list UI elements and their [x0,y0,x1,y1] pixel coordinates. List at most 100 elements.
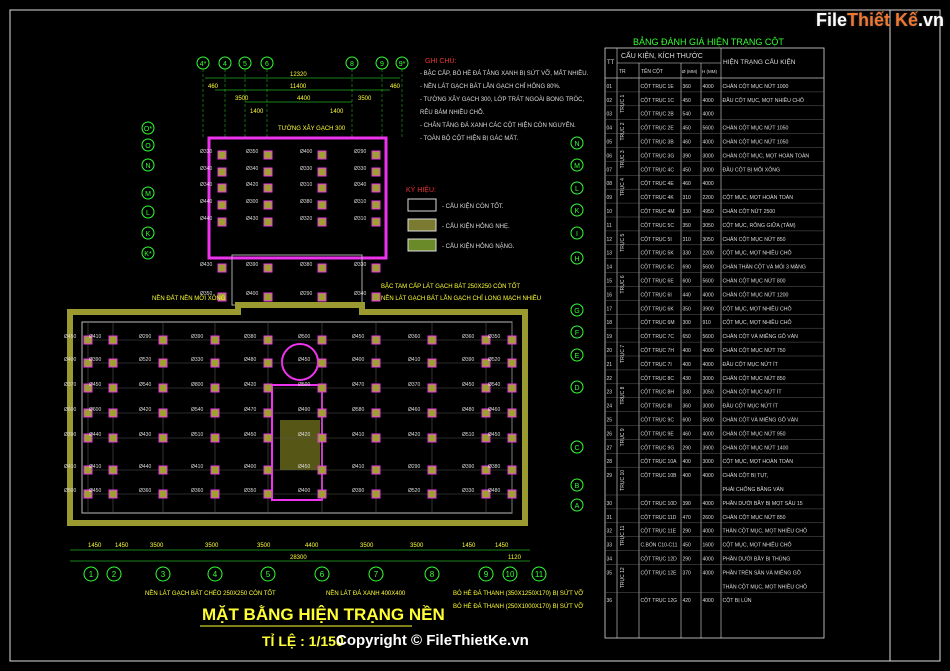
column-marker [108,465,118,475]
column-label: Ø320 [300,216,312,222]
column-label: Ø390 [352,488,364,494]
column-label: Ø340 [354,291,366,297]
table-cell: 01 [607,84,613,90]
table-cell: CỘT MỤC, MỌT NHIỀU CHỖ [723,319,792,326]
column-label: Ø470 [244,407,256,413]
note-line: - CHÂN TẢNG ĐÁ XANH CÁC CỘT HIỆN CÒN NGU… [420,121,576,129]
column-label: Ø520 [408,488,420,494]
table-head-tt: TT [607,60,615,66]
table-cell: PHẢI CHỐNG BẰNG VÁN [723,485,784,493]
dimension-label: 4400 [297,96,311,102]
column-marker [317,408,327,418]
column-label: Ø450 [89,488,101,494]
axis-label: H [574,256,579,263]
table-cell: 4000 [703,112,714,118]
column-label: Ø540 [139,382,151,388]
column-label: Ø340 [246,166,258,172]
column-label: Ø330 [200,149,212,155]
table-cell: CHÂN CỘT MỤC NỨT 850 [723,375,786,382]
axis-bubble [141,246,155,260]
table-cell: 36 [607,598,613,604]
column-label: Ø290 [408,464,420,470]
table-cell: 02 [607,98,613,104]
column-label: Ø470 [352,382,364,388]
table-group-label: TRỤC 5 [620,233,626,251]
axis-label: 11 [535,570,544,579]
axis-bubble [570,158,584,172]
column-marker [217,150,227,160]
column-label: Ø350 [244,488,256,494]
table-group-label: TRỤC 6 [620,275,626,293]
column-label: Ø310 [354,199,366,205]
table-group-label: TRỤC 8 [620,386,626,404]
table-cell: CỘT TRỤC 3B [641,139,675,146]
column-marker [317,200,327,210]
dimension-label: 3500 [205,543,219,549]
axis-label: D [574,385,579,392]
table-cell: PHẦN TRÊN SÂN VÀ MIẾNG GỖ [723,568,801,576]
table-cell: 300 [683,320,692,326]
column-marker [371,150,381,160]
column-marker [217,292,227,302]
table-head-tr: TR [619,69,626,75]
column-marker [108,433,118,443]
dimension-label: 1400 [330,109,344,115]
dimension-label: 1450 [462,543,476,549]
column-label: Ø500 [64,488,76,494]
column-marker [481,465,491,475]
column-marker [481,383,491,393]
column-marker [371,433,381,443]
column-marker [371,292,381,302]
column-marker [263,383,273,393]
column-label: Ø460 [488,407,500,413]
table-cell: CHÂN CỘT MỤC, MỌT HOÀN TOÀN [723,152,810,159]
legend-light: - CẤU KIỆN HỎNG NHẸ. [442,222,510,230]
column-marker [427,489,437,499]
column-marker [317,358,327,368]
table-cell: 11 [607,223,612,229]
table-cell: 3900 [703,445,714,451]
column-label: Ø290 [139,334,151,340]
column-marker [317,167,327,177]
column-marker [371,217,381,227]
table-cell: CHÂN CỘT NỨT 2500 [723,208,776,215]
table-cell: CHÂN THÂN CỘT VÀ MÓI 3 MẶNG [723,264,806,271]
column-label: Ø400 [64,357,76,363]
table-group-label: TRỤC 11 [620,525,626,546]
table-cell: CỘT TRỤC 10A [641,458,678,465]
column-label: Ø440 [89,432,101,438]
table-cell: 440 [683,292,692,298]
table-cell: 19 [607,334,613,340]
column-label: Ø340 [200,182,212,188]
upper-wing-wall [207,136,388,260]
column-label: Ø520 [139,357,151,363]
table-group-label: TRỤC 4 [620,178,626,196]
axis-label: M [145,191,151,198]
column-label: Ø450 [488,432,500,438]
table-cell: 18 [607,320,613,326]
table-cell: 4000 [703,292,714,298]
column-marker [158,489,168,499]
column-label: Ø380 [300,262,312,268]
column-label: Ø450 [89,382,101,388]
table-cell: 430 [683,376,692,382]
table-cell: CỘT MỤC, MỌT NHIỀU CHỖ [723,305,792,312]
table-cell: CỘT TRỤC 10D [641,500,678,507]
axis-label: E [575,353,580,360]
axis-label: 6 [265,61,269,68]
column-label: Ø360 [462,334,474,340]
column-marker [83,358,93,368]
column-marker [210,408,220,418]
axis-label: M [574,163,580,170]
table-cell: 17 [607,306,613,312]
column-label: Ø380 [300,199,312,205]
column-marker [371,465,381,475]
column-marker [158,358,168,368]
table-cell: 10 [607,209,613,215]
axis-bubble [570,181,584,195]
hatched-area [280,420,320,470]
table-group-label: TRỤC 10 [620,470,626,491]
axis-label: 9* [399,61,406,68]
axis-bubble [141,186,155,200]
